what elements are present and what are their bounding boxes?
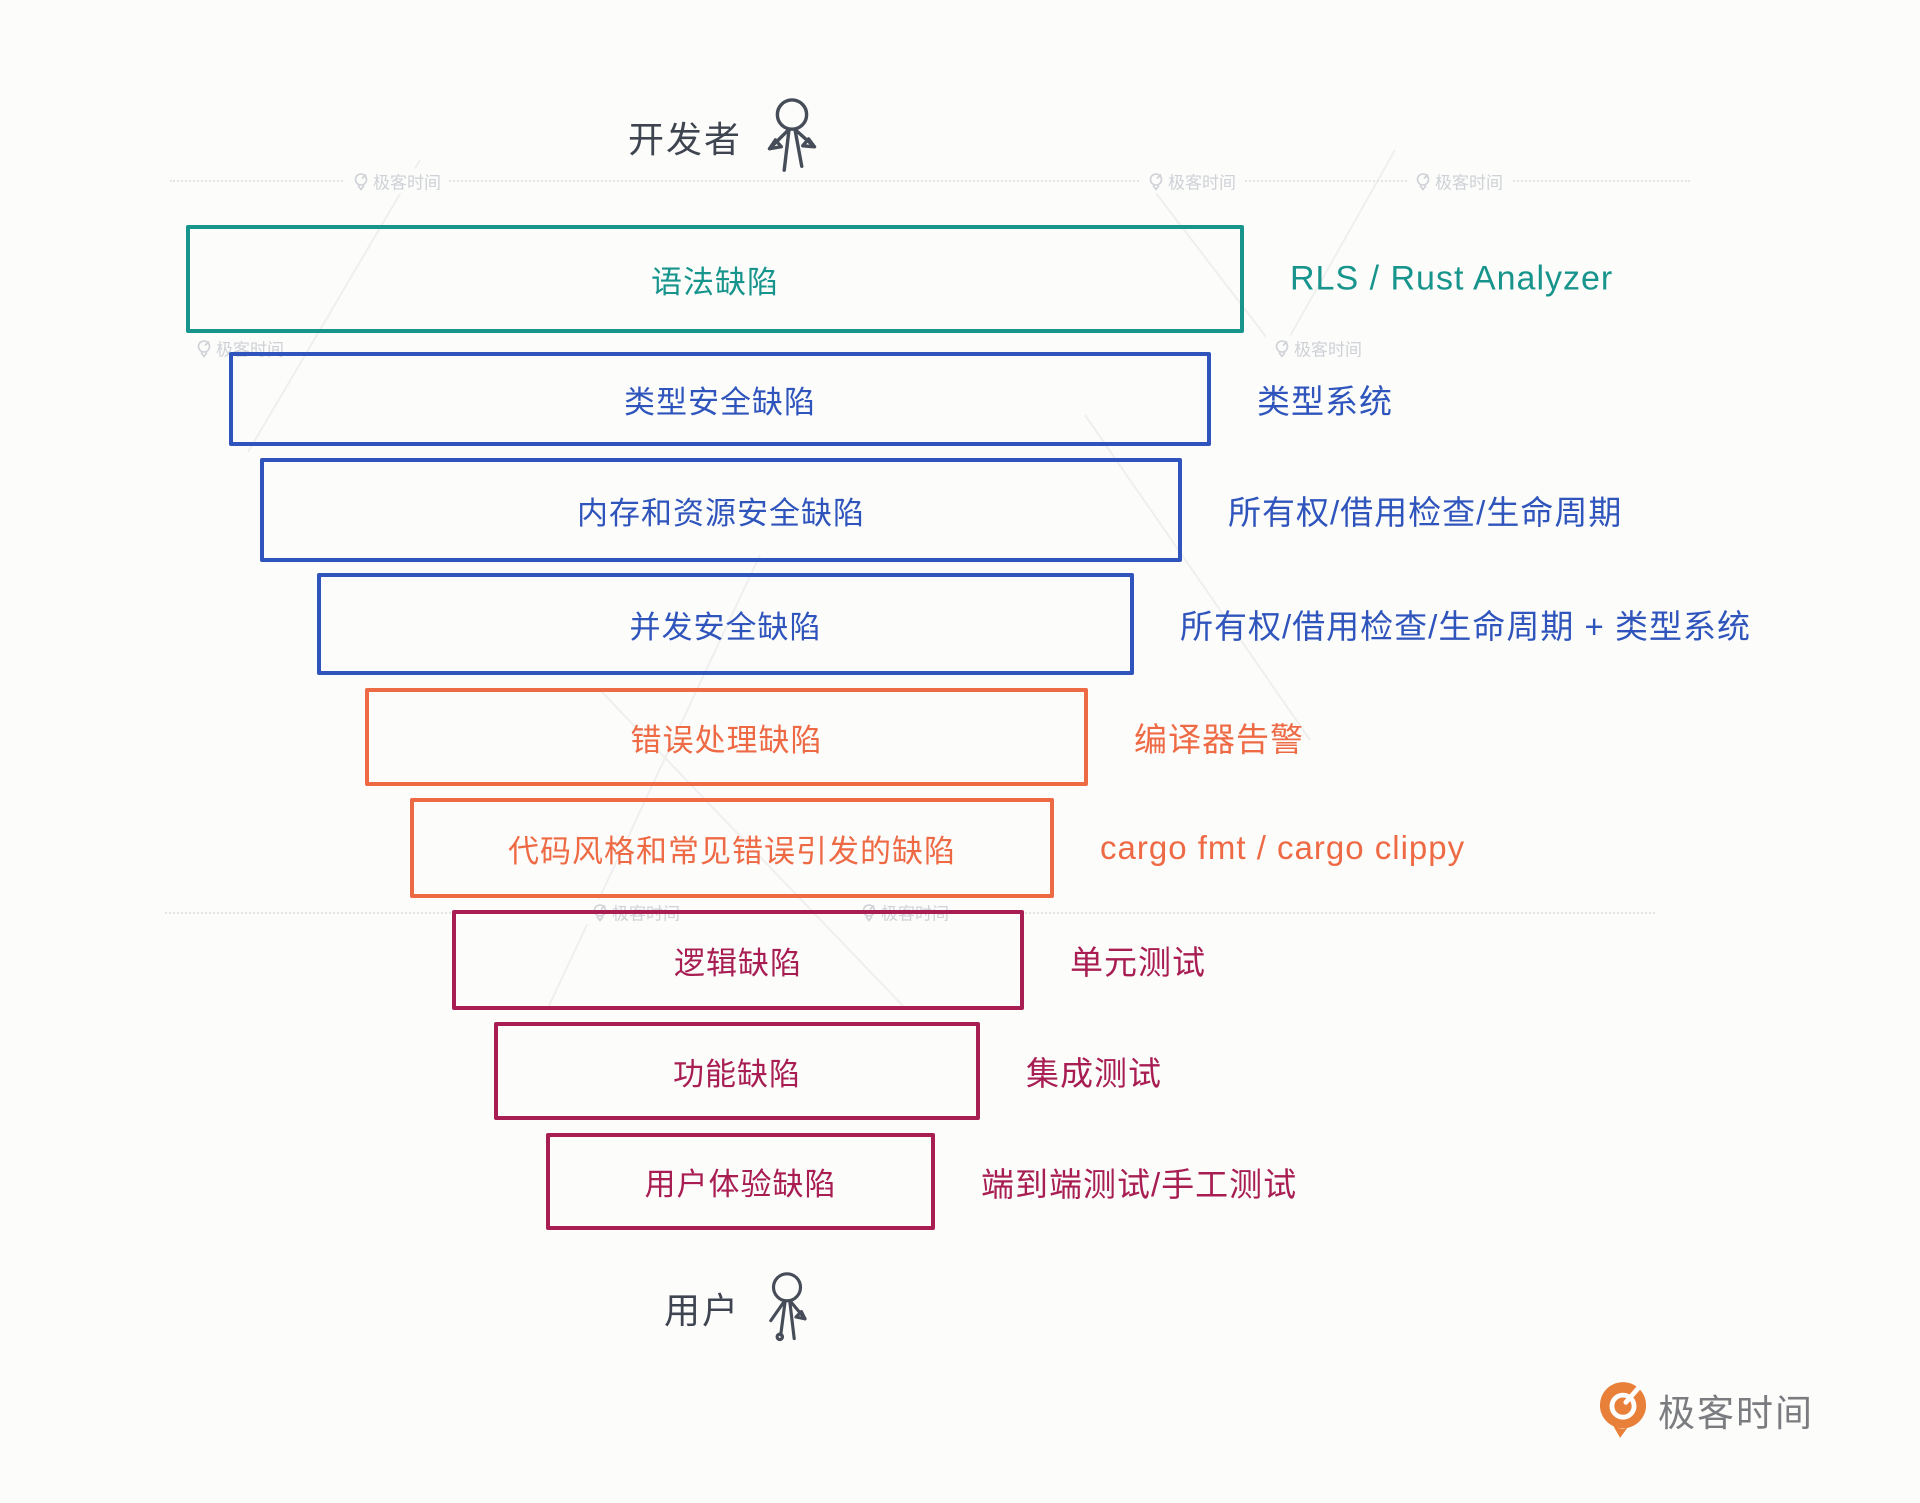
watermark: 极客时间 <box>345 168 449 194</box>
watermark: 极客时间 <box>1140 168 1244 194</box>
defect-box: 类型安全缺陷 <box>229 352 1211 446</box>
tool-label: cargo fmt / cargo clippy <box>1100 829 1466 866</box>
dotted-line-top <box>170 180 1690 182</box>
defect-box-label: 逻辑缺陷 <box>674 945 802 981</box>
funnel-row: 代码风格和常见错误引发的缺陷 cargo fmt / cargo clippy <box>410 798 1464 898</box>
tool-label: 编译器告警 <box>1134 721 1304 758</box>
watermark-text: 极客时间 <box>1168 173 1236 193</box>
funnel-row: 类型安全缺陷 类型系统 <box>229 352 1392 446</box>
user-actor: 用户 <box>664 1272 816 1344</box>
tool-label: 端到端测试/手工测试 <box>981 1165 1298 1203</box>
funnel-row: 内存和资源安全缺陷 所有权/借用检查/生命周期 <box>260 458 1621 562</box>
developer-label: 开发者 <box>628 119 743 160</box>
watermark-text: 极客时间 <box>1435 173 1503 193</box>
watermark: 极客时间 <box>1407 168 1511 194</box>
funnel-row: 功能缺陷 集成测试 <box>494 1022 1161 1120</box>
geektime-pin-icon <box>1149 172 1163 190</box>
defect-box: 用户体验缺陷 <box>546 1133 935 1230</box>
tool-label: 所有权/借用检查/生命周期 <box>1228 494 1623 531</box>
funnel-row: 逻辑缺陷 单元测试 <box>452 910 1205 1010</box>
defect-box-label: 语法缺陷 <box>651 264 779 300</box>
geektime-pin-icon <box>1275 339 1289 357</box>
defect-box-label: 并发安全缺陷 <box>629 609 822 645</box>
geektime-pin-icon <box>354 172 368 190</box>
defect-box-label: 用户体验缺陷 <box>644 1167 837 1202</box>
defect-box: 错误处理缺陷 <box>365 688 1088 786</box>
geektime-brand: 极客时间 <box>1598 1380 1814 1440</box>
watermark-text: 极客时间 <box>881 904 949 924</box>
defect-box-label: 功能缺陷 <box>673 1056 801 1092</box>
funnel-row: 用户体验缺陷 端到端测试/手工测试 <box>546 1133 1296 1230</box>
geektime-pin-icon <box>1416 172 1430 190</box>
watermark-text: 极客时间 <box>612 904 680 924</box>
watermark-text: 极客时间 <box>373 173 441 193</box>
defect-box: 功能缺陷 <box>494 1022 980 1120</box>
tool-label: 集成测试 <box>1026 1055 1162 1092</box>
defect-box-label: 错误处理缺陷 <box>630 722 823 758</box>
user-label: 用户 <box>664 1290 741 1331</box>
defect-box: 语法缺陷 <box>186 225 1244 333</box>
defect-box: 逻辑缺陷 <box>452 910 1024 1010</box>
tool-label: RLS / Rust Analyzer <box>1290 259 1614 298</box>
brand-text: 极客时间 <box>1658 1393 1814 1434</box>
defect-box: 并发安全缺陷 <box>317 573 1134 675</box>
watermark-text: 极客时间 <box>1294 340 1362 360</box>
stick-person-icon <box>769 1272 807 1342</box>
tool-label: 所有权/借用检查/生命周期 + 类型系统 <box>1180 608 1751 645</box>
defect-box: 内存和资源安全缺陷 <box>260 458 1182 562</box>
defect-box-label: 类型安全缺陷 <box>624 384 816 420</box>
defect-box: 代码风格和常见错误引发的缺陷 <box>410 798 1054 898</box>
developer-actor: 开发者 <box>628 98 824 176</box>
geektime-logo-icon <box>1599 1382 1647 1438</box>
defect-box-label: 内存和资源安全缺陷 <box>577 495 865 531</box>
funnel-row: 语法缺陷 RLS / Rust Analyzer <box>186 225 1612 333</box>
tool-label: 单元测试 <box>1070 944 1206 981</box>
funnel-row: 并发安全缺陷 所有权/借用检查/生命周期 + 类型系统 <box>317 573 1750 675</box>
geektime-pin-icon <box>197 339 211 357</box>
funnel-row: 错误处理缺陷 编译器告警 <box>365 688 1303 786</box>
tool-label: 类型系统 <box>1257 383 1393 420</box>
watermark: 极客时间 <box>1266 335 1370 361</box>
stick-person-icon <box>767 98 817 172</box>
defect-box-label: 代码风格和常见错误引发的缺陷 <box>508 833 956 869</box>
